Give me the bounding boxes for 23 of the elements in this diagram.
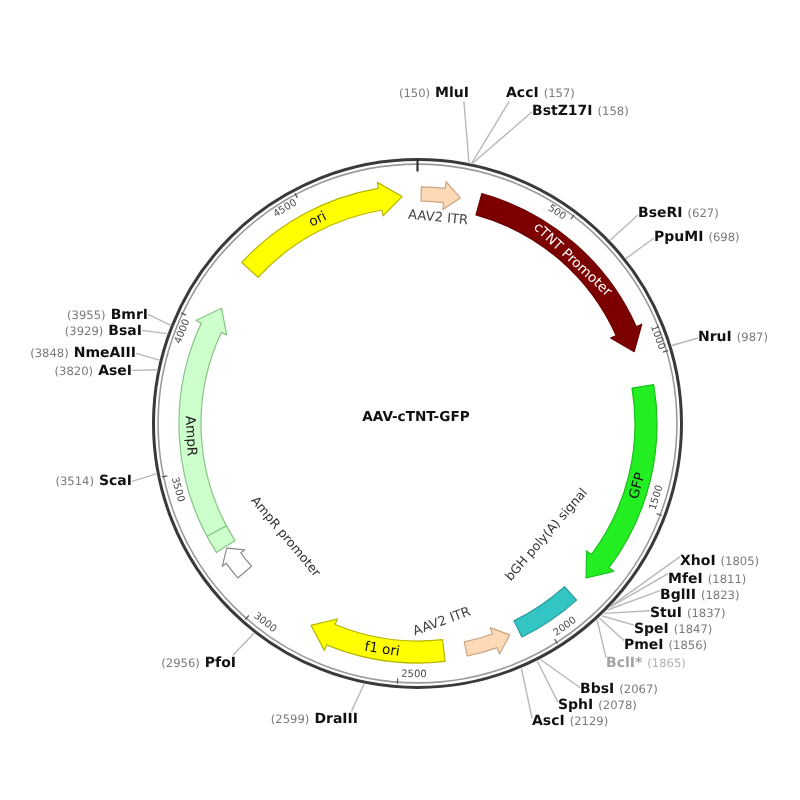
leader-line [598,617,625,642]
leader-line [609,214,639,242]
leader-line [609,572,669,608]
leader-line [131,369,159,372]
leader-line [539,658,581,689]
leader-line [520,667,533,719]
leader-line [350,683,365,713]
leader-line [131,472,158,483]
leader-line [606,589,661,611]
leader-line [610,555,681,607]
leader-line [463,100,470,165]
leader-line [536,660,559,703]
leader-line [596,619,607,659]
leader-line [670,337,699,347]
leader-line [232,632,255,657]
leader-line [470,111,533,165]
leader-line [147,313,173,327]
leader-line [135,352,161,362]
leader-line [141,329,169,335]
leader-line [600,615,635,626]
leader-line [625,237,655,260]
leader-line [470,100,510,165]
leader-line [603,610,651,615]
